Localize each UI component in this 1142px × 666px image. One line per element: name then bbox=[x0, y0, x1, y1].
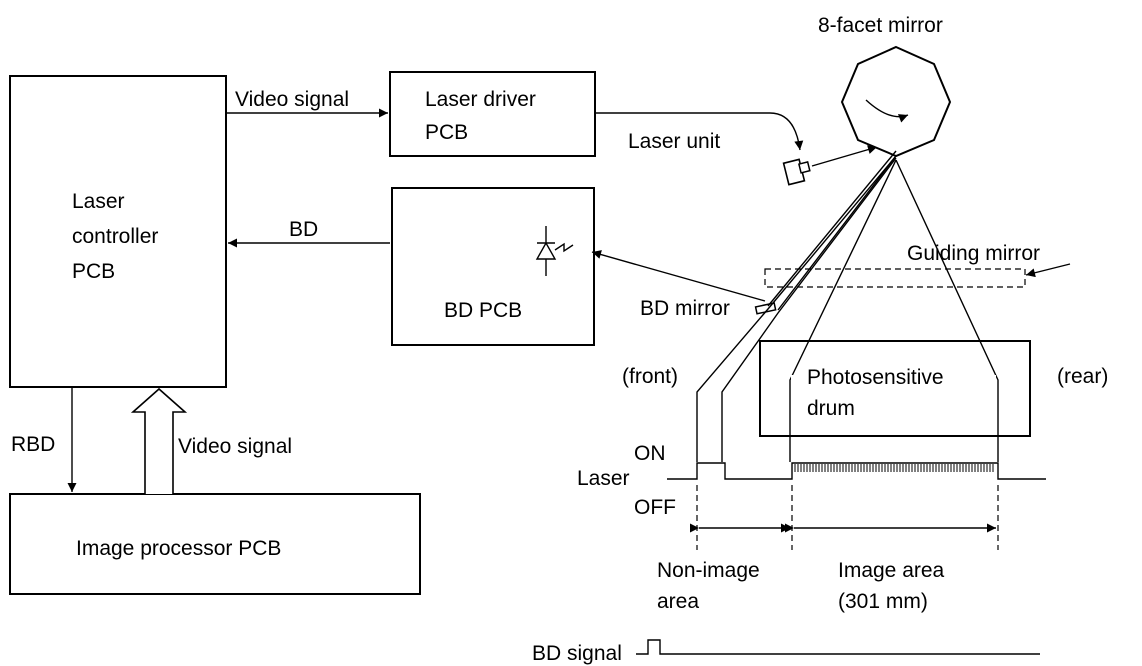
bd-signal-label: BD signal bbox=[532, 642, 622, 665]
guiding-mirror-pointer bbox=[1025, 263, 1071, 278]
front-label: (front) bbox=[622, 365, 678, 388]
laser-label: Laser bbox=[577, 467, 630, 490]
eight-facet-mirror bbox=[840, 45, 952, 158]
laser-controller-label-1: Laser bbox=[72, 190, 125, 213]
rbd-label: RBD bbox=[11, 433, 55, 456]
laser-driver-label-1: Laser driver bbox=[425, 88, 536, 111]
rotation-arrow bbox=[865, 99, 909, 123]
image-area-label-2: (301 mm) bbox=[838, 590, 928, 613]
drum-label-2: drum bbox=[807, 397, 855, 420]
bd-signal-waveform bbox=[636, 639, 1040, 655]
video-signal-hollow-arrow bbox=[130, 387, 188, 494]
non-image-area-label-1: Non-image bbox=[657, 559, 760, 582]
photosensitive-drum-box bbox=[759, 340, 1031, 437]
scan-beams bbox=[696, 150, 999, 462]
guiding-mirror bbox=[764, 268, 1026, 288]
image-area-hatching bbox=[794, 464, 994, 472]
guiding-mirror-label: Guiding mirror bbox=[907, 242, 1040, 265]
image-processor-pcb-box bbox=[9, 493, 421, 595]
drum-label-1: Photosensitive bbox=[807, 366, 944, 389]
bd-pcb-box bbox=[391, 187, 595, 346]
laser-timing-waveform bbox=[667, 462, 1046, 480]
laser-controller-label-2: controller bbox=[72, 225, 158, 248]
image-area-label-1: Image area bbox=[838, 559, 945, 582]
bd-mirror-label: BD mirror bbox=[640, 297, 730, 320]
laser-driver-pcb-box bbox=[389, 71, 596, 157]
mirror-label: 8-facet mirror bbox=[818, 14, 943, 37]
laser-controller-label-3: PCB bbox=[72, 260, 115, 283]
rear-label: (rear) bbox=[1057, 365, 1108, 388]
bd-pcb-label: BD PCB bbox=[444, 299, 522, 322]
bd-beam-to-pcb bbox=[591, 250, 766, 302]
photodiode-icon bbox=[535, 226, 574, 276]
laser-on-label: ON bbox=[634, 442, 666, 465]
laser-beam-to-mirror bbox=[811, 145, 878, 167]
image-processor-label: Image processor PCB bbox=[76, 537, 281, 560]
laser-driver-label-2: PCB bbox=[425, 121, 468, 144]
laser-controller-pcb-box bbox=[9, 75, 227, 388]
laser-cable bbox=[595, 112, 804, 151]
laser-unit bbox=[782, 158, 811, 186]
area-guides bbox=[696, 485, 999, 550]
laser-off-label: OFF bbox=[634, 496, 676, 519]
drum-label-backdrop bbox=[791, 375, 996, 415]
bd-label: BD bbox=[289, 218, 318, 241]
video-signal-top-label: Video signal bbox=[235, 88, 349, 111]
video-signal-bottom-label: Video signal bbox=[178, 435, 292, 458]
non-image-area-label-2: area bbox=[657, 590, 699, 613]
laser-unit-label: Laser unit bbox=[628, 130, 720, 153]
